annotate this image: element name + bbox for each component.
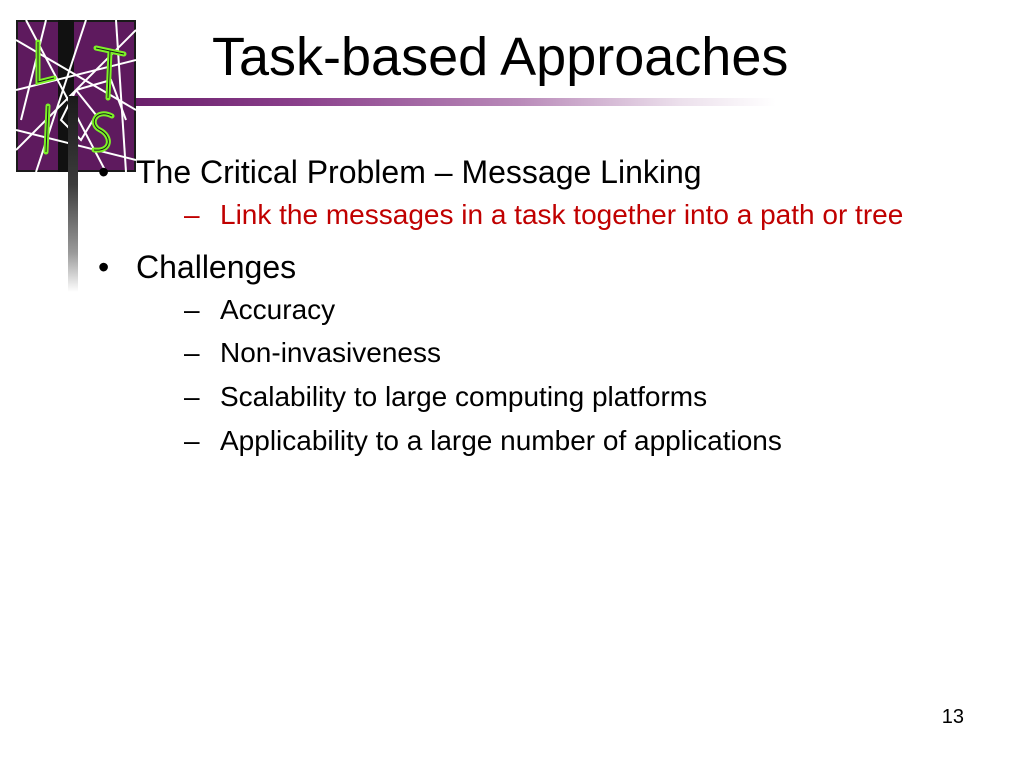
- title-underline-rule: [136, 98, 776, 106]
- dash-glyph: –: [184, 337, 200, 369]
- sub-bullet-text: Link the messages in a task together int…: [220, 199, 904, 230]
- bullet-text: The Critical Problem – Message Linking: [136, 154, 702, 190]
- sub-list: – Link the messages in a task together i…: [136, 198, 976, 233]
- sub-bullet-item: – Accuracy: [136, 293, 976, 328]
- dash-glyph: –: [184, 199, 200, 230]
- sub-bullet-item: – Scalability to large computing platfor…: [136, 380, 976, 415]
- sub-list: – Accuracy – Non-invasiveness – Scalabil…: [136, 293, 976, 459]
- bullet-glyph: •: [98, 154, 110, 190]
- sub-bullet-item: – Applicability to a large number of app…: [136, 424, 976, 459]
- slide-title: Task-based Approaches: [212, 27, 789, 87]
- page-number: 13: [941, 706, 964, 728]
- sub-bullet-item: – Link the messages in a task together i…: [136, 198, 976, 233]
- dash-glyph: –: [184, 381, 200, 413]
- sub-bullet-text: Non-invasiveness: [220, 337, 441, 369]
- sub-bullet-text: Applicability to a large number of appli…: [220, 424, 782, 456]
- decorative-vertical-bar: [68, 96, 78, 292]
- slide-content: • The Critical Problem – Message Linking…: [96, 152, 976, 473]
- dash-glyph: –: [184, 293, 200, 325]
- bullet-item: • Challenges – Accuracy – Non-invasivene…: [96, 247, 976, 459]
- bullet-glyph: •: [98, 248, 110, 285]
- lab-logo-icon: [16, 20, 136, 172]
- dash-glyph: –: [184, 424, 200, 456]
- bullet-item: • The Critical Problem – Message Linking…: [96, 152, 976, 233]
- sub-bullet-text: Scalability to large computing platforms: [220, 381, 708, 413]
- sub-bullet-text: Accuracy: [220, 293, 336, 325]
- sub-bullet-item: – Non-invasiveness: [136, 336, 976, 371]
- bullet-text: Challenges: [136, 248, 297, 285]
